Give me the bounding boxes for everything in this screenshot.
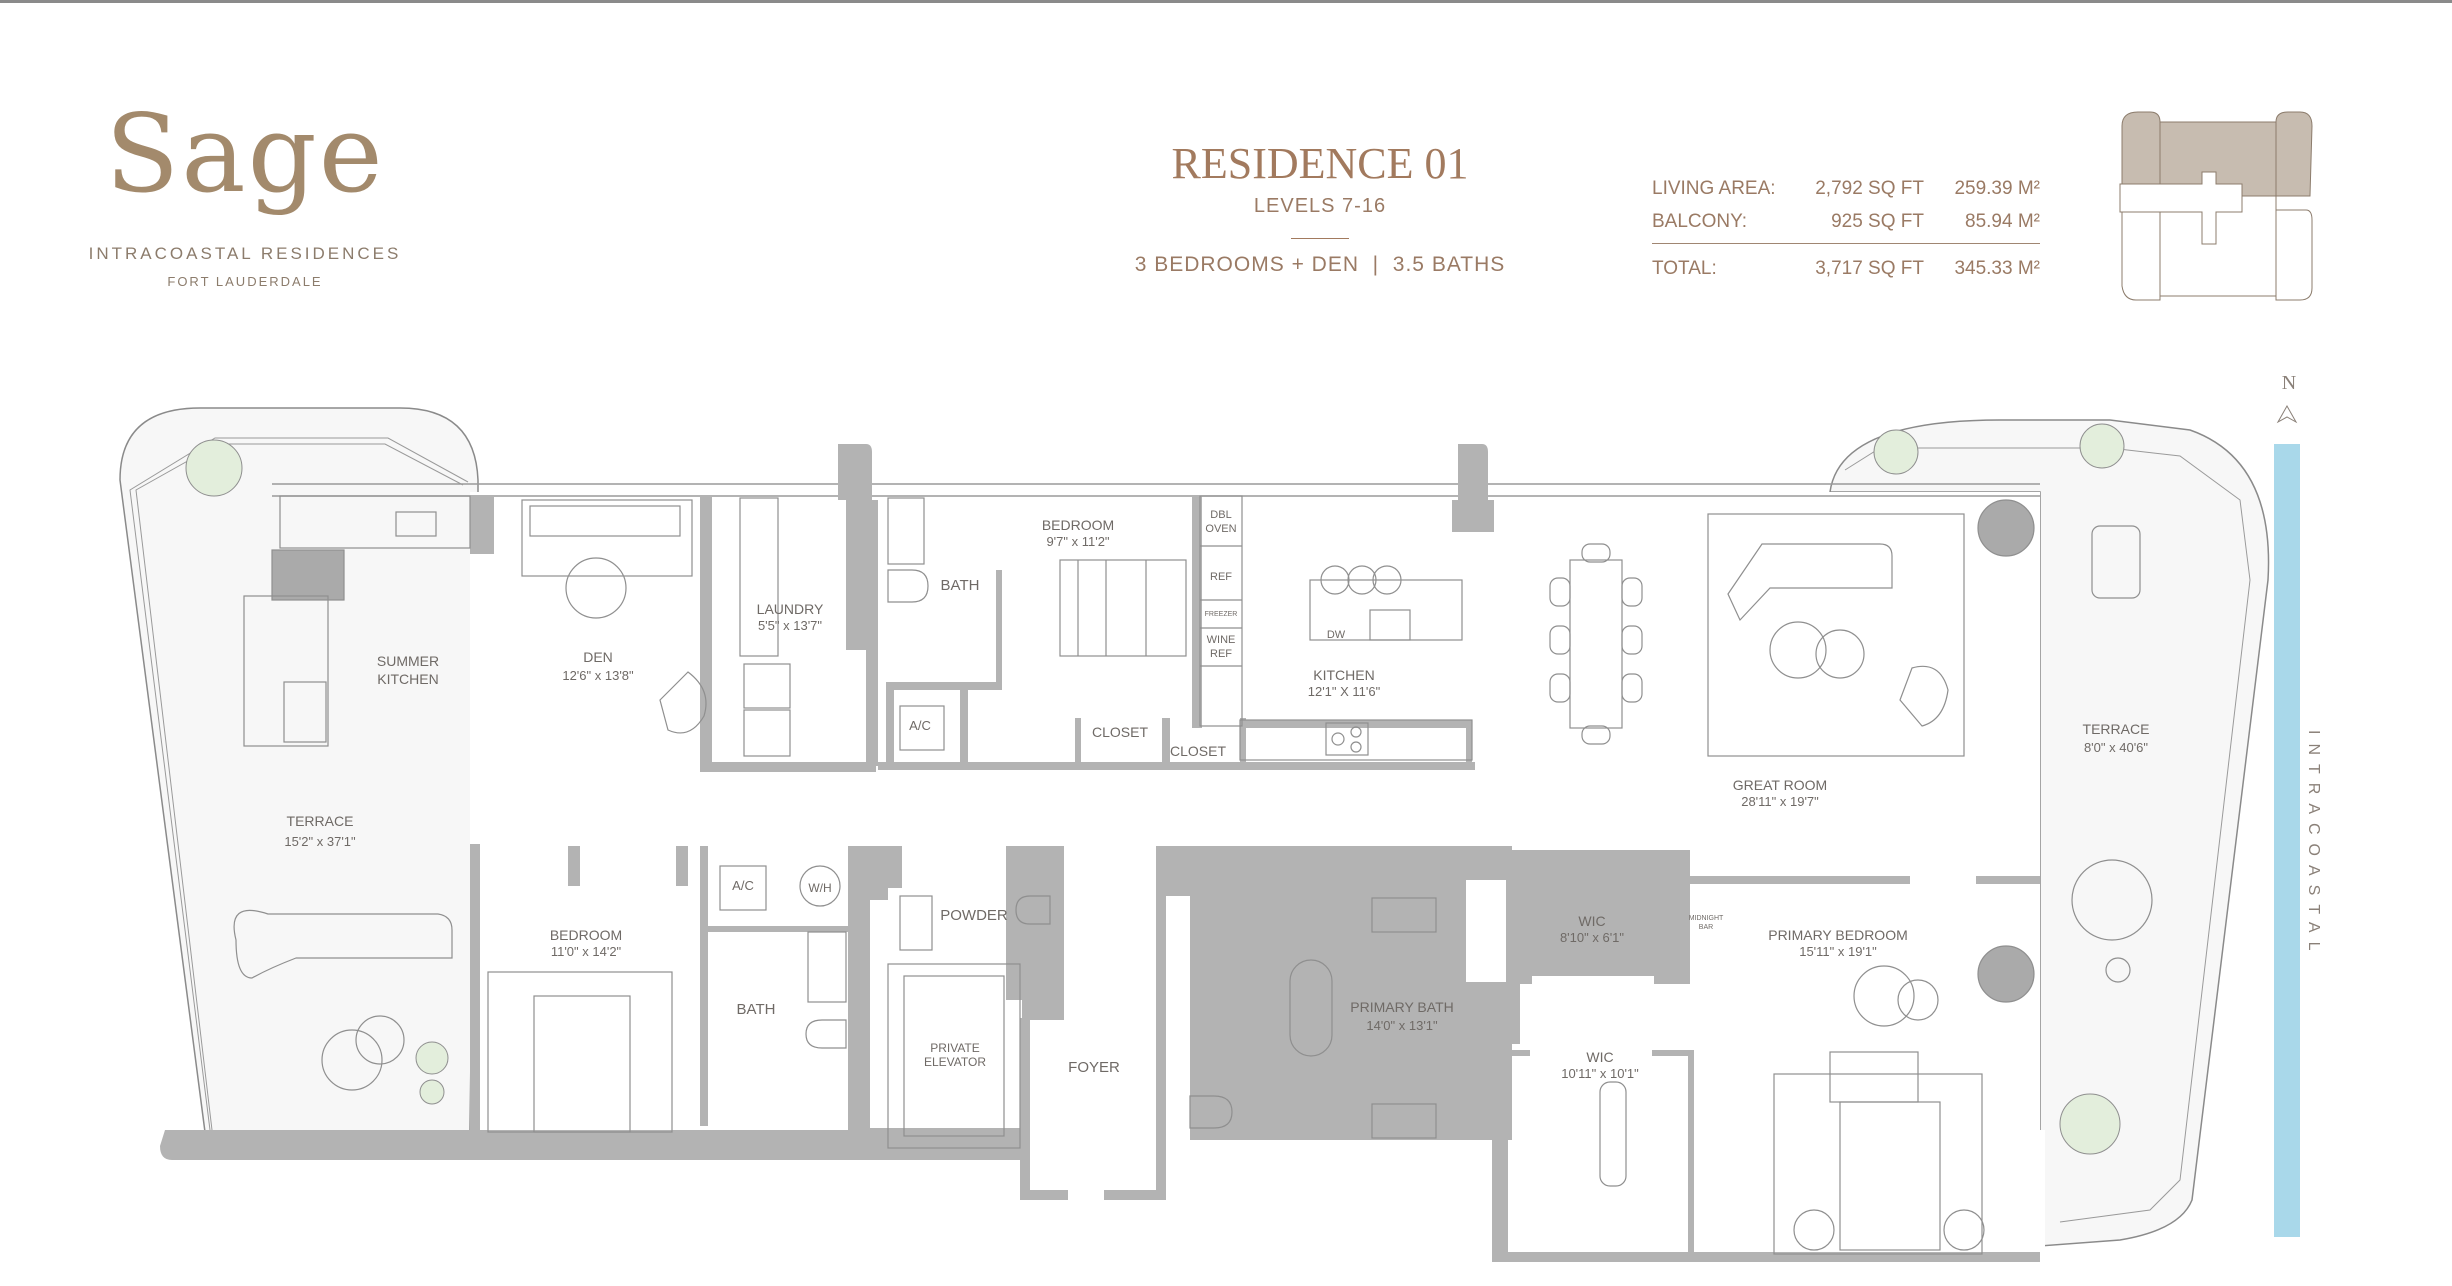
area-m2: 85.94 M² [1965,210,2040,232]
room-primary-bath-name: PRIMARY BATH [1350,999,1453,1015]
room-kitchen-name: KITCHEN [1313,667,1374,683]
appliance-wine-ref-label: REF [1210,648,1232,660]
area-m2: 259.39 M² [1954,177,2040,199]
room-summer-kitchen-label: SUMMER [377,653,439,669]
room-bath-lower-name: BATH [737,1001,776,1018]
room-wic-1-dims: 8'10" x 6'1" [1560,930,1624,945]
room-primary-bedroom-dims: 15'11" x 19'1" [1799,944,1877,959]
room-ac-upper-name: A/C [909,718,931,733]
room-midnight-bar-label: MIDNIGHT [1689,915,1724,922]
appliance-dw-label: DW [1327,629,1346,641]
brand-location: FORT LAUDERDALE [167,274,323,289]
area-label: BALCONY: [1652,210,1748,232]
room-great-room-name: GREAT ROOM [1733,777,1827,793]
brand-name: Sage [105,92,385,217]
room-powder-name: POWDER [940,907,1008,924]
room-midnight-bar-label: BAR [1699,924,1713,931]
room-bedroom-lower-dims: 11'0" x 14'2" [551,944,622,959]
area-label: TOTAL: [1652,257,1717,279]
room-laundry-name: LAUNDRY [757,601,824,617]
room-terrace-left-name: TERRACE [287,813,354,829]
terrace-right-outline [1829,419,2270,1247]
terrace-left-outline [119,407,479,1133]
room-closet-1-name: CLOSET [1092,724,1148,740]
room-great-room-dims: 28'11" x 19'7" [1741,794,1819,809]
water-label: INTRACOASTAL [2305,730,2322,960]
room-wic-2-name: WIC [1586,1049,1613,1065]
appliance-freezer-label: FREEZER [1205,611,1238,618]
intracoastal-water [2274,444,2300,1237]
appliance-dbl-oven-label: DBL [1210,509,1231,521]
room-den-dims: 12'6" x 13'8" [562,668,634,683]
room-kitchen-dims: 12'1" X 11'6" [1308,684,1381,699]
area-label: LIVING AREA: [1652,177,1776,199]
room-foyer-name: FOYER [1068,1059,1120,1076]
area-sqft: 925 SQ FT [1831,210,1924,232]
area-m2: 345.33 M² [1954,257,2040,279]
area-sqft: 2,792 SQ FT [1815,177,1924,199]
brand-subtitle: INTRACOASTAL RESIDENCES [88,244,402,263]
appliance-dbl-oven-label: OVEN [1205,523,1236,535]
residence-header: RESIDENCE 01 LEVELS 7-16 3 BEDROOMS + DE… [1100,138,1540,277]
key-plan-other-units [2121,195,2313,301]
room-den-name: DEN [583,649,613,665]
residence-summary: 3 BEDROOMS + DEN | 3.5 BATHS [1134,253,1506,276]
appliance-ref-label: REF [1210,571,1232,583]
key-plan-core [2119,171,2243,245]
area-table: LIVING AREA: 2,792 SQ FT 259.39 M² BALCO… [1652,172,2040,285]
fixtures [233,495,2153,1255]
room-elevator-label: PRIVATE [930,1041,980,1055]
top-border [0,0,2452,3]
room-ac-lower-name: A/C [732,878,754,893]
room-bedroom-upper-dims: 9'7" x 11'2" [1046,534,1109,549]
north-arrow-icon [2276,404,2298,424]
compass-north-label: N [2281,372,2297,394]
title-divider [1291,238,1349,239]
room-elevator-label: ELEVATOR [924,1055,986,1069]
residence-title: RESIDENCE 01 [1171,139,1469,188]
area-row-balcony: BALCONY: 925 SQ FT 85.94 M² [1652,205,2040,238]
plant-icons [185,423,2125,1155]
appliance-wine-ref-label: WINE [1207,634,1236,646]
room-labels: SUMMER KITCHEN TERRACE 15'2" x 37'1" DEN… [284,509,2149,1081]
area-divider [1652,243,2040,244]
room-wic-2-dims: 10'11" x 10'1" [1561,1066,1639,1081]
window-wall-top [272,483,2040,497]
room-bedroom-upper-name: BEDROOM [1042,517,1114,533]
room-summer-kitchen-label: KITCHEN [377,671,438,687]
residence-levels: LEVELS 7-16 [1253,195,1387,217]
room-bedroom-lower-name: BEDROOM [550,927,622,943]
room-laundry-dims: 5'5" x 13'7" [758,618,822,633]
room-primary-bath-dims: 14'0" x 13'1" [1366,1018,1438,1033]
room-primary-bedroom-name: PRIMARY BEDROOM [1768,927,1908,943]
room-terrace-right-dims: 8'0" x 40'6" [2084,740,2148,755]
area-row-total: TOTAL: 3,717 SQ FT 345.33 M² [1652,252,2040,285]
room-terrace-right-name: TERRACE [2083,721,2150,737]
room-terrace-left-dims: 15'2" x 37'1" [284,834,356,849]
room-wic-1-name: WIC [1578,913,1605,929]
brand-logo: Sage INTRACOASTAL RESIDENCES FORT LAUDER… [80,92,410,290]
room-bath-upper-name: BATH [941,577,980,594]
room-closet-2-name: CLOSET [1170,743,1226,759]
room-wh-name: W/H [808,881,831,895]
key-plan [2119,111,2313,301]
area-sqft: 3,717 SQ FT [1815,257,1924,279]
area-row-living: LIVING AREA: 2,792 SQ FT 259.39 M² [1652,172,2040,205]
